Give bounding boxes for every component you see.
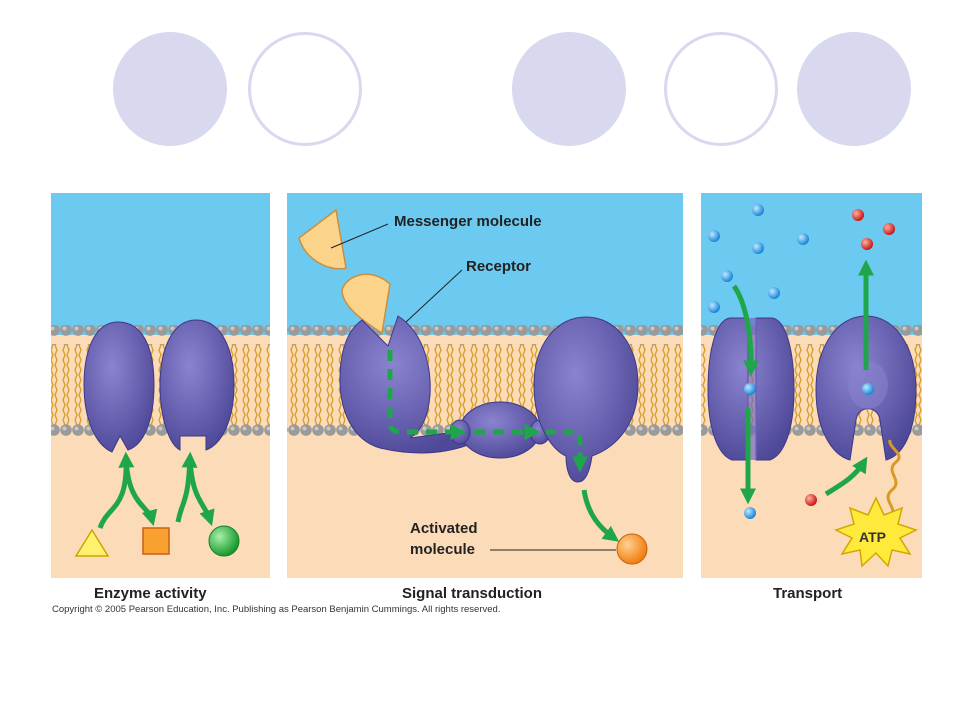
effector-protein <box>533 316 639 483</box>
panel-signal-transduction <box>287 193 683 578</box>
messenger-leader-line <box>330 223 389 249</box>
signal-arrow-4 <box>581 489 620 542</box>
enzyme-arrow-2 <box>123 457 158 527</box>
energy-squiggle <box>886 439 901 520</box>
channel-protein <box>707 317 795 461</box>
enzyme-protein-left <box>83 321 155 453</box>
activated-molecule-label-line2: molecule <box>410 541 476 558</box>
enzyme-arrow-4 <box>187 457 215 527</box>
lipid-heads-bottom <box>51 424 270 444</box>
decor-circle-5 <box>797 32 911 146</box>
messenger-molecule-free <box>298 208 347 270</box>
messenger-molecule-bound <box>341 273 391 335</box>
extracellular-region <box>701 193 922 335</box>
decor-circle-4 <box>664 32 778 146</box>
decor-circle-1 <box>113 32 227 146</box>
pump-arrow-in <box>824 456 868 497</box>
atp-burst <box>834 496 918 568</box>
substrate-square <box>142 527 170 555</box>
activated-molecule-label-line1: Activated <box>410 520 478 537</box>
receptor-label: Receptor <box>466 258 532 275</box>
copyright-notice: Copyright © 2005 Pearson Education, Inc.… <box>52 604 501 615</box>
substrate-triangle <box>74 528 110 557</box>
transport-arrow-in <box>731 284 760 377</box>
activated-molecule <box>616 533 648 565</box>
atp-label: ATP <box>859 529 886 545</box>
product-circle <box>208 525 240 557</box>
decor-circle-3 <box>512 32 626 146</box>
extracellular-region <box>51 193 270 335</box>
caption-signal-transduction: Signal transduction <box>402 585 543 602</box>
receptor-leader-line <box>405 269 463 323</box>
panel-enzyme-activity <box>51 193 270 578</box>
signal-arrow-1 <box>387 350 467 441</box>
panel-transport <box>701 193 922 578</box>
caption-enzyme-activity: Enzyme activity <box>94 585 207 602</box>
caption-transport: Transport <box>773 585 843 602</box>
lipid-heads-top <box>51 325 270 345</box>
messenger-molecule-label: Messenger molecule <box>394 213 542 230</box>
receptor-protein <box>339 315 471 454</box>
decor-circle-2 <box>248 32 362 146</box>
enzyme-protein-right <box>159 319 235 451</box>
signal-arrow-3 <box>546 429 589 473</box>
